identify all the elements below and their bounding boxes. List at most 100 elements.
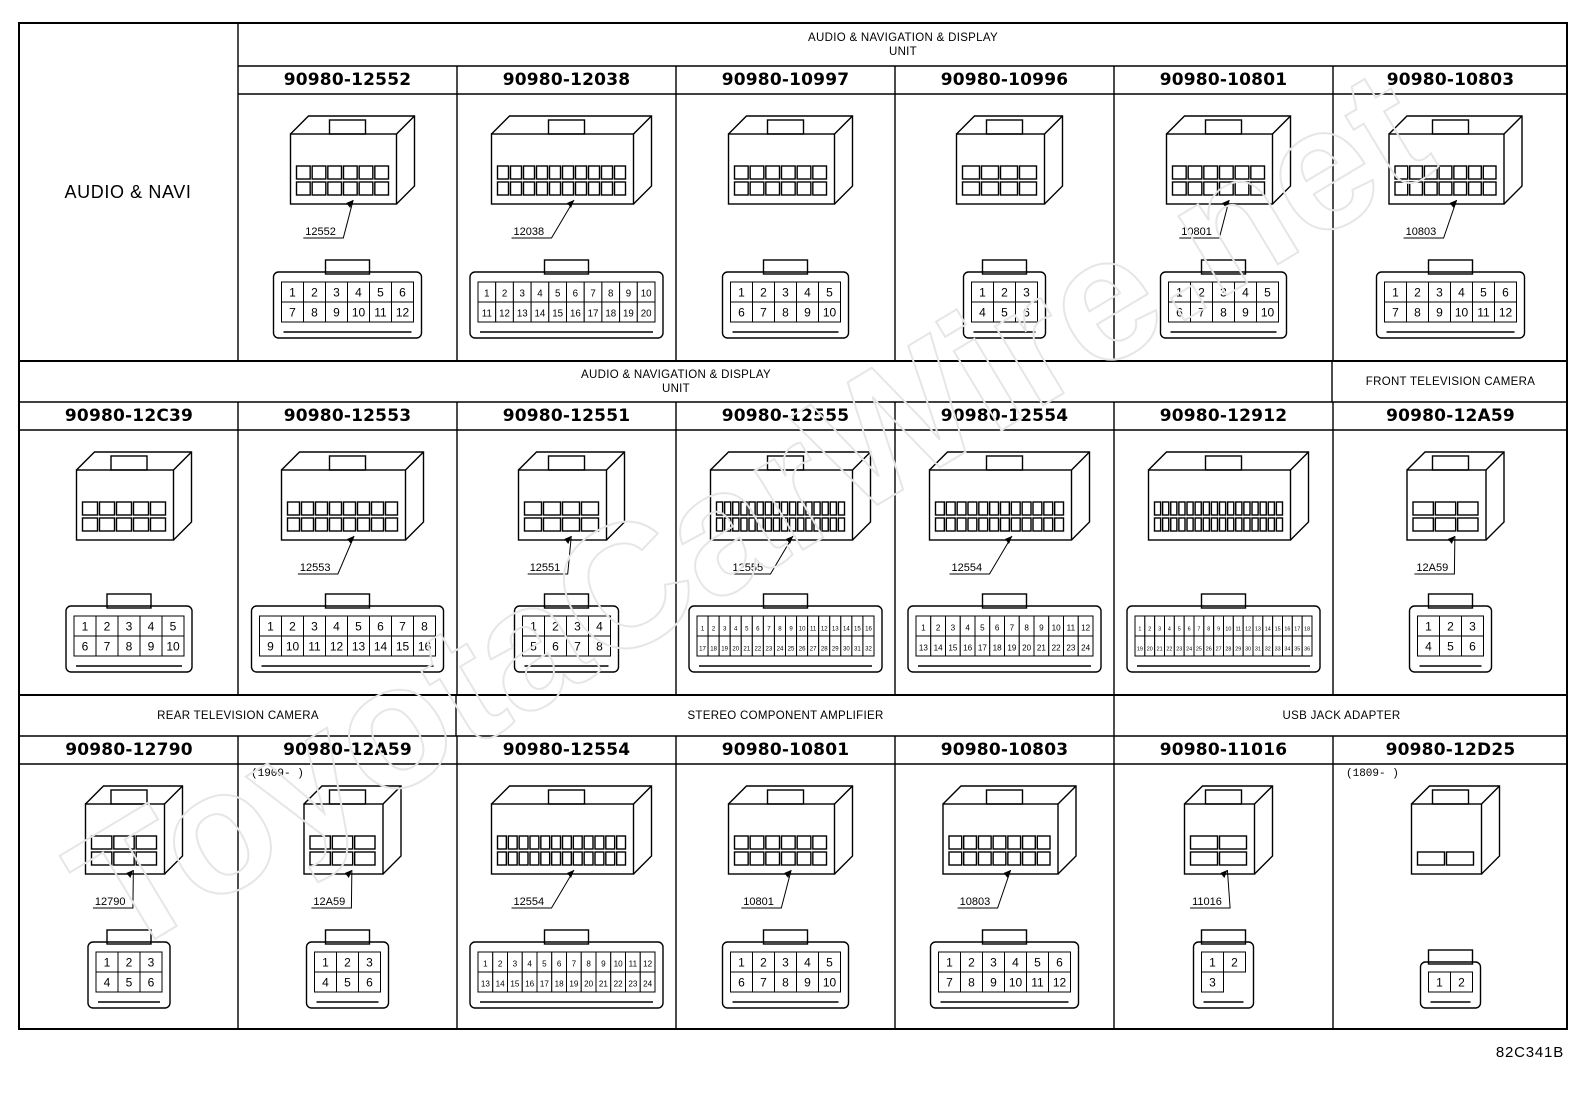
cavity — [961, 165, 981, 180]
pin-number: 17 — [978, 644, 988, 653]
callout-label: 12555 — [733, 562, 764, 574]
pin-cavity: 7 — [566, 951, 582, 973]
pin-number: 24 — [1186, 647, 1192, 653]
pin-number: 22 — [1052, 644, 1062, 653]
cavity — [327, 181, 343, 196]
pin-cavity: 10 — [1048, 615, 1064, 637]
table-grid — [20, 24, 1568, 1030]
cavity — [805, 501, 813, 516]
pin-cavity: 4 — [347, 281, 370, 303]
pin-face — [721, 929, 850, 1009]
pin-cavity: 1 — [259, 615, 282, 637]
pin-number: 22 — [1166, 647, 1172, 653]
cavity — [1434, 517, 1457, 532]
pin-cavity: 1 — [696, 615, 709, 637]
cavity — [605, 851, 616, 866]
pin-cavity: 6 — [730, 971, 753, 993]
cavity — [613, 165, 627, 180]
pin-cavity: 6 — [551, 951, 567, 973]
pin-cavity: 6 — [544, 635, 567, 657]
pin-face — [1159, 259, 1288, 339]
pin-number: 17 — [588, 309, 599, 320]
cavity — [1243, 517, 1251, 532]
housing-outline — [281, 451, 425, 541]
pin-cavity: 3 — [1154, 615, 1166, 637]
pin-box — [1461, 635, 1484, 657]
pin-number: 12 — [643, 960, 653, 969]
pin-cavity: 5 — [1026, 951, 1049, 973]
cavity — [342, 501, 357, 516]
face-outline — [469, 271, 664, 339]
pin-cavity: 2 — [303, 281, 326, 303]
housing-outline — [956, 115, 1064, 205]
pin-number: 13 — [517, 309, 528, 320]
pin-cavity: 4 — [959, 615, 976, 637]
pin-cavity: 5 — [536, 951, 553, 973]
face-lock — [1200, 593, 1247, 609]
cavity — [992, 851, 1007, 866]
cavity — [963, 851, 978, 866]
cavity — [353, 851, 376, 866]
pin-number: 14 — [496, 980, 506, 989]
cavity — [780, 851, 796, 866]
cavity — [523, 517, 543, 532]
pin-cavity: 3 — [358, 951, 381, 973]
pin-number: 5 — [826, 956, 833, 970]
section-header-rear-tv-camera: REAR TELEVISION CAMERA — [157, 710, 319, 722]
cavity — [149, 517, 167, 532]
cavity — [1210, 501, 1219, 516]
part-number: 90980-11016 — [1159, 740, 1288, 760]
cavity — [772, 517, 781, 532]
pin-cavity: 3 — [139, 951, 163, 973]
pin-cavity: 7 — [281, 301, 304, 323]
pin-number: 4 — [734, 626, 738, 633]
pin-cavity: 18 — [989, 635, 1005, 657]
pin-number: 2 — [1148, 627, 1151, 633]
housing-edge — [396, 115, 415, 135]
cavity — [615, 835, 627, 850]
cavity — [1194, 501, 1202, 516]
connector-housing-sketch — [942, 785, 1077, 875]
cavity — [1170, 501, 1178, 516]
pin-number: 28 — [821, 646, 828, 653]
pin-number: 34 — [1284, 647, 1290, 653]
cavity — [1161, 501, 1170, 516]
pin-cavity: 11 — [1232, 615, 1244, 637]
pin-cavity: 10 — [1450, 301, 1473, 323]
cavity — [837, 501, 846, 516]
pin-number: 2 — [1447, 620, 1454, 634]
pin-number: 7 — [574, 640, 581, 654]
cavity — [1171, 165, 1187, 180]
pin-cavity: 5 — [336, 971, 359, 993]
pin-cavity: 32 — [1262, 635, 1274, 657]
cavity — [1032, 517, 1043, 532]
cavity — [1218, 835, 1248, 850]
cavity — [1423, 181, 1438, 196]
pin-cavity: 24 — [1077, 635, 1094, 657]
face-outline — [65, 605, 193, 673]
cavity — [580, 517, 600, 532]
cavity — [1018, 165, 1038, 180]
pin-number: 3 — [1023, 286, 1030, 300]
callout-leader — [1190, 869, 1231, 909]
pin-cavity: 6 — [73, 635, 97, 657]
pin-number: 20 — [584, 980, 594, 989]
pin-number: 2 — [344, 956, 351, 970]
latch — [1431, 119, 1470, 135]
cavity — [358, 181, 374, 196]
pin-cavity: 15 — [1272, 615, 1284, 637]
pin-cavity: 10 — [1256, 301, 1279, 323]
cavity — [90, 851, 113, 866]
cavity — [356, 517, 371, 532]
latch — [985, 119, 1024, 135]
cavity — [1153, 501, 1162, 516]
cavity — [311, 165, 327, 180]
pin-number: 24 — [1081, 644, 1091, 653]
pin-number: 7 — [572, 960, 577, 969]
pin-number: 1 — [738, 286, 745, 300]
pin-number: 4 — [148, 620, 155, 634]
cavity — [1203, 165, 1219, 180]
pin-number: 26 — [1206, 647, 1212, 653]
pin-cavity: 5 — [993, 301, 1016, 323]
